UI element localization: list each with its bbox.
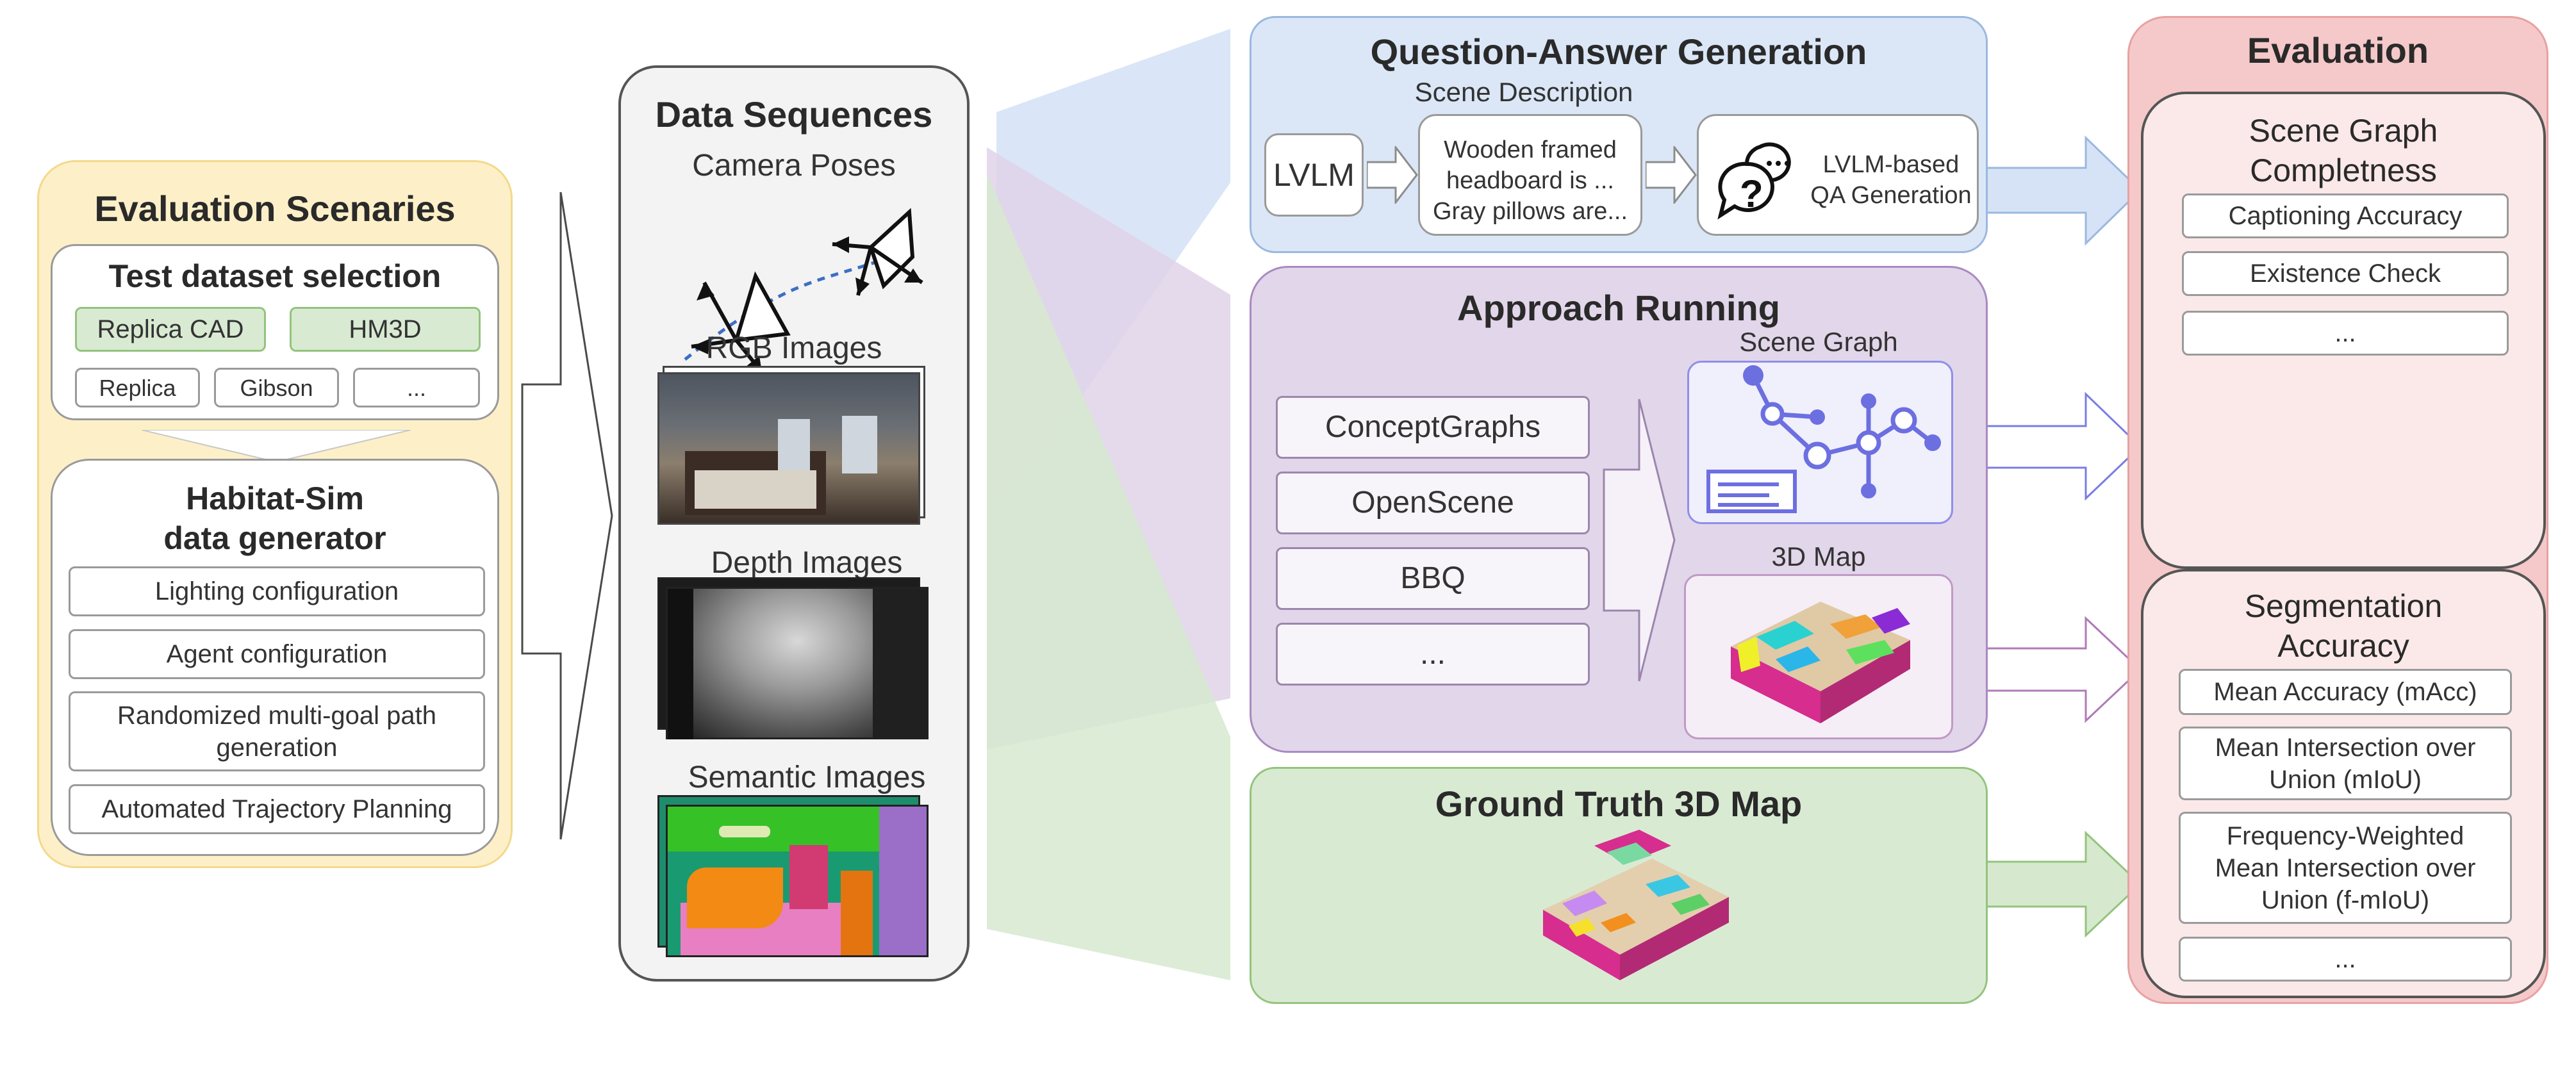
camera-poses-icon bbox=[684, 208, 923, 374]
desc-to-qa-arrow bbox=[1646, 146, 1697, 204]
desc-line1: Wooden framed bbox=[1444, 136, 1617, 163]
scenarios-title: Evaluation Scenaries bbox=[94, 188, 456, 229]
3d-map-render bbox=[1731, 602, 1910, 723]
sgc-title-line2: Completness bbox=[2250, 152, 2437, 188]
3d-map-label: 3D Map bbox=[1771, 541, 1866, 571]
dataset-more[interactable]: ... bbox=[353, 368, 480, 407]
lvlm-to-desc-arrow bbox=[1367, 146, 1418, 204]
desc-line2: headboard is ... bbox=[1446, 167, 1614, 194]
dataset-hm3d[interactable]: HM3D bbox=[290, 307, 481, 352]
existence-check[interactable]: Existence Check bbox=[2182, 251, 2509, 296]
approach-running-panel: Approach Running ConceptGraphs OpenScene… bbox=[1250, 266, 1988, 753]
qa-line1: LVLM-based bbox=[1822, 151, 1960, 178]
qa-line2: QA Generation bbox=[1810, 182, 1972, 209]
wedge-to-groundtruth bbox=[987, 173, 1230, 980]
captioning-accuracy[interactable]: Captioning Accuracy bbox=[2182, 193, 2509, 238]
sequences-title: Data Sequences bbox=[655, 94, 933, 135]
scene-graph-icon bbox=[1706, 365, 1941, 513]
agent-config[interactable]: Agent configuration bbox=[69, 629, 485, 679]
method-conceptgraphs[interactable]: ConceptGraphs bbox=[1276, 396, 1590, 459]
mean-iou[interactable]: Mean Intersection over Union (mIoU) bbox=[2179, 727, 2512, 800]
semantic-images-label: Semantic Images bbox=[688, 760, 926, 794]
scenarios-to-sequences-arrow bbox=[521, 192, 613, 840]
scene-description-box: Wooden framed headboard is ... Gray pill… bbox=[1418, 114, 1642, 236]
svg-text:?: ? bbox=[1740, 172, 1763, 215]
desc-line3: Gray pillows are... bbox=[1432, 198, 1628, 225]
groundtruth-title: Ground Truth 3D Map bbox=[1435, 784, 1803, 824]
question-chat-icon: ? bbox=[1717, 142, 1791, 220]
mean-accuracy[interactable]: Mean Accuracy (mAcc) bbox=[2179, 669, 2512, 715]
scene-graph-label: Scene Graph bbox=[1739, 327, 1898, 357]
ground-truth-panel: Ground Truth 3D Map bbox=[1250, 767, 1988, 1004]
habitat-generator-box: Habitat-Sim data generator Lighting conf… bbox=[51, 459, 499, 856]
dataset-to-generator-arrow bbox=[142, 430, 411, 462]
depth-image-front bbox=[666, 587, 929, 739]
frequency-weighted-miou[interactable]: Frequency-Weighted Mean Intersection ove… bbox=[2179, 812, 2512, 924]
qa-to-eval-arrow bbox=[1985, 135, 2142, 246]
data-sequences-panel: Data Sequences Camera Poses RGB Images D… bbox=[618, 65, 970, 982]
method-bbq[interactable]: BBQ bbox=[1276, 547, 1590, 610]
generator-title-line1: Habitat-Sim bbox=[186, 481, 364, 516]
generator-title-line2: data generator bbox=[163, 520, 386, 556]
method-openscene[interactable]: OpenScene bbox=[1276, 472, 1590, 534]
seg-more[interactable]: ... bbox=[2179, 937, 2512, 982]
rgb-images-label: RGB Images bbox=[706, 331, 882, 365]
scene-description-label: Scene Description bbox=[1414, 77, 1633, 107]
scene-graph-completeness-box: Scene Graph Completness Captioning Accur… bbox=[2141, 92, 2546, 569]
camera-poses-label: Camera Poses bbox=[692, 149, 896, 183]
dataset-gibson[interactable]: Gibson bbox=[214, 368, 339, 407]
qa-generation-panel: Question-Answer Generation Scene Descrip… bbox=[1250, 16, 1988, 253]
dataset-replica[interactable]: Replica bbox=[75, 368, 200, 407]
sgc-title-line1: Scene Graph bbox=[2249, 113, 2438, 149]
dataset-selection-title: Test dataset selection bbox=[108, 258, 442, 294]
semantic-image-front bbox=[666, 805, 929, 957]
seg-title-line2: Accuracy bbox=[2277, 628, 2409, 664]
depth-images-label: Depth Images bbox=[711, 546, 903, 580]
qa-generation-box: ? LVLM-based QA Generation bbox=[1697, 114, 1979, 236]
sgc-more[interactable]: ... bbox=[2182, 311, 2509, 356]
seg-title-line1: Segmentation bbox=[2244, 588, 2443, 624]
methods-to-outputs-arrow bbox=[1603, 399, 1676, 682]
lighting-config[interactable]: Lighting configuration bbox=[69, 566, 485, 616]
qa-title: Question-Answer Generation bbox=[1370, 31, 1867, 72]
evaluation-panel: Evaluation Scene Graph Completness Capti… bbox=[2127, 16, 2548, 1004]
ground-truth-map-render bbox=[1543, 830, 1729, 980]
dataset-replica-cad[interactable]: Replica CAD bbox=[75, 307, 266, 352]
scene-graph-box bbox=[1687, 361, 1953, 524]
segmentation-accuracy-box: Segmentation Accuracy Mean Accuracy (mAc… bbox=[2141, 569, 2546, 998]
evaluation-scenarios-panel: Evaluation Scenaries Test dataset select… bbox=[37, 160, 513, 868]
3d-map-box bbox=[1684, 574, 1953, 739]
dataset-selection-box: Test dataset selection Replica CAD HM3D … bbox=[51, 244, 499, 420]
rgb-image-front bbox=[657, 372, 920, 525]
method-more[interactable]: ... bbox=[1276, 623, 1590, 686]
trajectory-planning[interactable]: Automated Trajectory Planning bbox=[69, 784, 485, 834]
evaluation-title: Evaluation bbox=[2247, 30, 2429, 70]
approach-title: Approach Running bbox=[1457, 288, 1780, 328]
groundtruth-to-eval-arrow bbox=[1985, 830, 2142, 938]
lvlm-box[interactable]: LVLM bbox=[1264, 133, 1364, 217]
multi-goal-path[interactable]: Randomized multi-goal path generation bbox=[69, 691, 485, 771]
